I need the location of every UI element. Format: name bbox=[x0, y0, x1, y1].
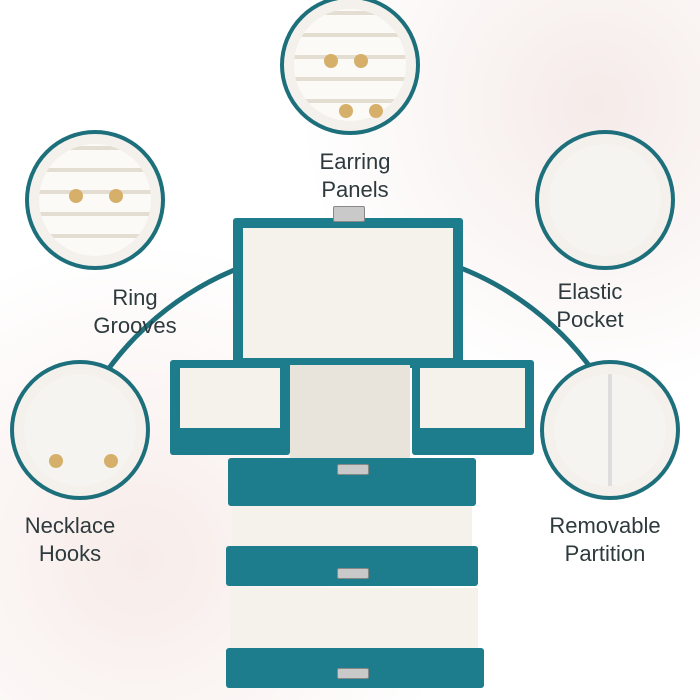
necklace-hooks-photo bbox=[10, 360, 150, 500]
elastic-pocket-photo bbox=[535, 130, 675, 270]
ring-grooves-photo bbox=[25, 130, 165, 270]
earring-panels-photo bbox=[280, 0, 420, 135]
removable-partition-photo bbox=[540, 360, 680, 500]
